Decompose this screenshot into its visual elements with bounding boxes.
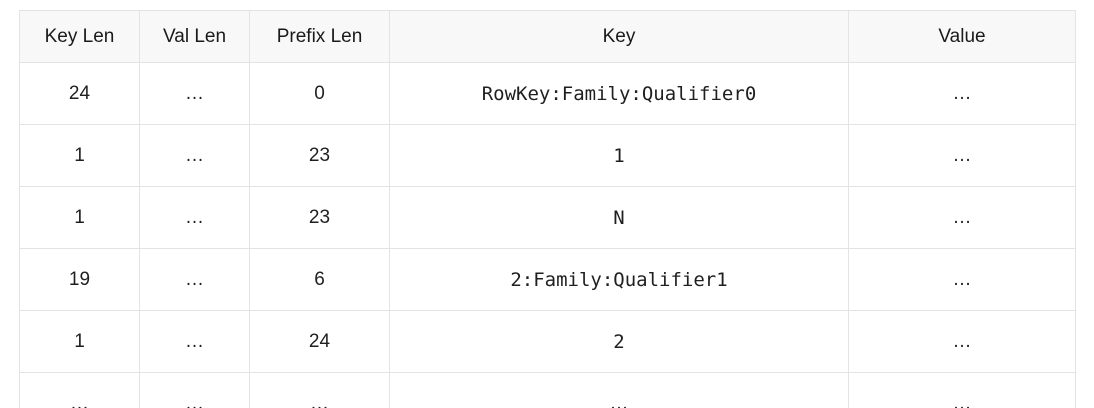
cell-val-len: …: [139, 248, 250, 311]
cell-key: RowKey:Family:Qualifier0: [389, 62, 849, 125]
cell-key-len: 1: [19, 310, 140, 373]
cell-key-len: …: [19, 372, 140, 408]
cell-prefix-len: 24: [249, 310, 390, 373]
cell-value: …: [848, 62, 1076, 125]
cell-prefix-len: 23: [249, 186, 390, 249]
cell-val-len: …: [139, 310, 250, 373]
cell-val-len: …: [139, 186, 250, 249]
cell-key: 1: [389, 124, 849, 187]
cell-value: …: [848, 186, 1076, 249]
column-header-val-len: Val Len: [139, 10, 250, 63]
table-row: 24 … 0 RowKey:Family:Qualifier0 …: [19, 62, 1076, 125]
cell-prefix-len: 0: [249, 62, 390, 125]
table-row: 1 … 23 N …: [19, 186, 1076, 249]
cell-prefix-len: 6: [249, 248, 390, 311]
column-header-key-len: Key Len: [19, 10, 140, 63]
column-header-value: Value: [848, 10, 1076, 63]
cell-value: …: [848, 372, 1076, 408]
cell-val-len: …: [139, 372, 250, 408]
cell-prefix-len: …: [249, 372, 390, 408]
cell-prefix-len: 23: [249, 124, 390, 187]
cell-key-len: 1: [19, 186, 140, 249]
table-row: 1 … 24 2 …: [19, 310, 1076, 373]
cell-key: …: [389, 372, 849, 408]
cell-value: …: [848, 248, 1076, 311]
cell-val-len: …: [139, 62, 250, 125]
column-header-key: Key: [389, 10, 849, 63]
table-row: 1 … 23 1 …: [19, 124, 1076, 187]
cell-key: 2:Family:Qualifier1: [389, 248, 849, 311]
cell-val-len: …: [139, 124, 250, 187]
table-body: 24 … 0 RowKey:Family:Qualifier0 … 1 … 23…: [19, 62, 1076, 408]
column-header-prefix-len: Prefix Len: [249, 10, 390, 63]
table-row: … … … … …: [19, 372, 1076, 408]
cell-key: 2: [389, 310, 849, 373]
cell-key-len: 19: [19, 248, 140, 311]
cell-value: …: [848, 124, 1076, 187]
cell-key-len: 24: [19, 62, 140, 125]
cell-key-len: 1: [19, 124, 140, 187]
table-header-row: Key Len Val Len Prefix Len Key Value: [19, 10, 1076, 63]
cell-key: N: [389, 186, 849, 249]
cell-value: …: [848, 310, 1076, 373]
table-header: Key Len Val Len Prefix Len Key Value: [19, 10, 1076, 63]
key-value-encoding-table: Key Len Val Len Prefix Len Key Value 24 …: [19, 10, 1076, 408]
table-row: 19 … 6 2:Family:Qualifier1 …: [19, 248, 1076, 311]
